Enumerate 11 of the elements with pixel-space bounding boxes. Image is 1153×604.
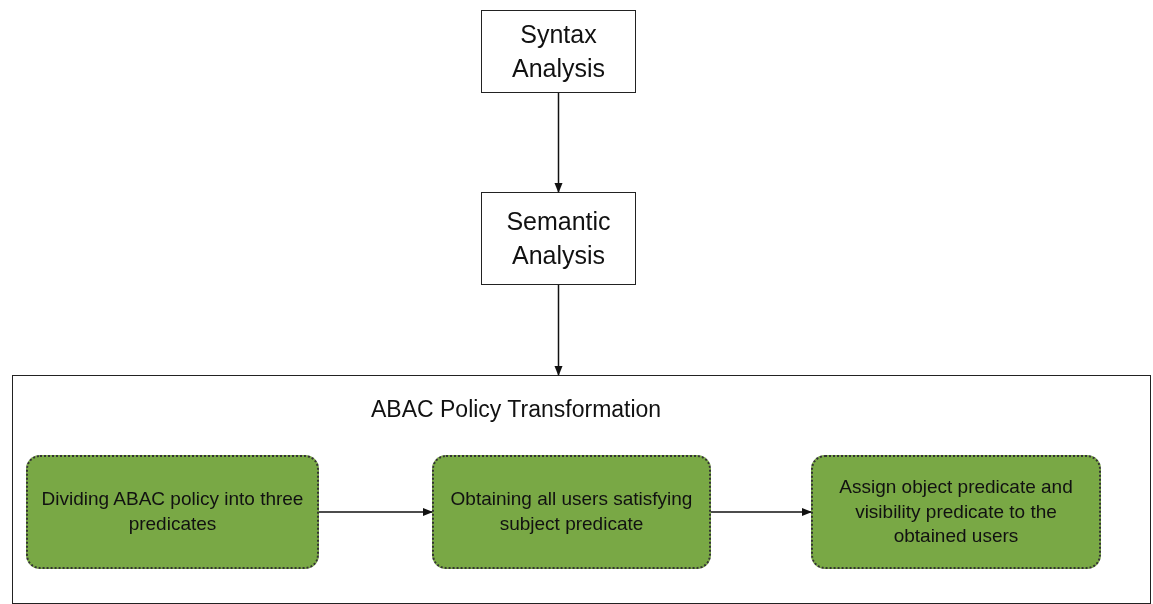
arrow (318, 508, 433, 516)
group-title: ABAC Policy Transformation (371, 396, 662, 423)
process-box: Semantic Analysis (481, 192, 636, 285)
arrow (554, 92, 563, 193)
group-box (12, 375, 1151, 604)
arrow (710, 508, 812, 516)
step-box: Obtaining all users satisfying subject predicate (432, 455, 711, 569)
process-box: Syntax Analysis (481, 10, 636, 93)
step-box: Dividing ABAC policy into three predicates (26, 455, 319, 569)
step-box: Assign object predicate and visibility predicate to the obtained users (811, 455, 1101, 569)
arrow (554, 284, 563, 376)
